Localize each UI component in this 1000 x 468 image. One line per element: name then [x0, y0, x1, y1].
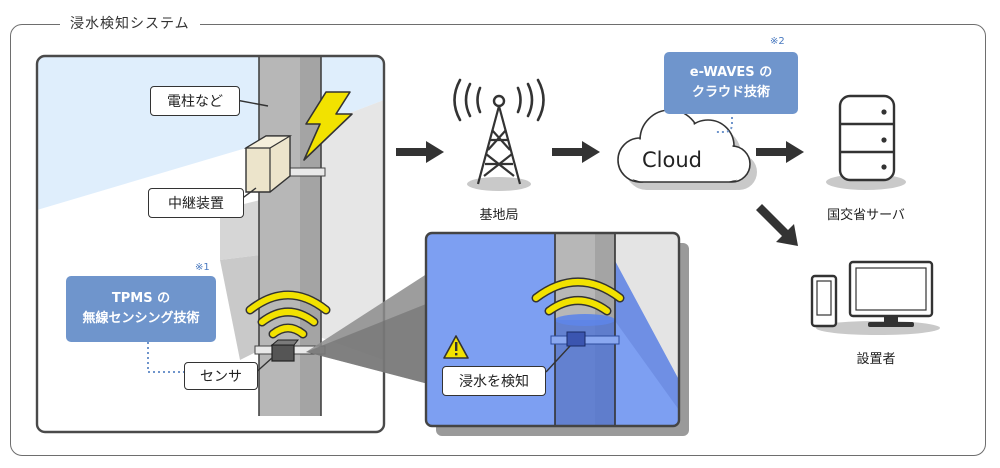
lightning-icon [303, 91, 353, 161]
computer-icon [810, 260, 940, 335]
system-frame [10, 24, 986, 456]
ewaves-note: ※2 [770, 36, 785, 47]
pole-callout: 電柱など [150, 86, 240, 116]
relay-callout: 中継装置 [148, 188, 244, 218]
cloud-icon [617, 109, 757, 190]
tpms-note: ※1 [195, 262, 210, 273]
flow-arrows [396, 141, 804, 246]
warning-icon [443, 335, 469, 359]
cloud-label: Cloud [642, 148, 702, 172]
installer-label: 設置者 [856, 352, 896, 367]
server-label: 国交省サーバ [827, 208, 905, 223]
base-station-label: 基地局 [479, 208, 519, 223]
sensor-callout: センサ [184, 362, 258, 390]
tpms-line1: TPMS の [111, 291, 171, 306]
server-icon [826, 94, 906, 190]
antenna-icon [453, 78, 545, 191]
ewaves-box: e-WAVES の クラウド技術 [664, 52, 798, 114]
zoom-scene [426, 233, 679, 426]
system-title: 浸水検知システム [60, 13, 200, 33]
relay-device [243, 135, 293, 193]
ewaves-line1: e-WAVES の [689, 65, 773, 80]
pole-scene-border [35, 54, 386, 434]
sensor-waves-left [245, 290, 331, 339]
flood-detect-callout: 浸水を検知 [442, 366, 546, 396]
ewaves-line2: クラウド技術 [691, 85, 770, 100]
zoom-border [424, 231, 681, 428]
sensor-waves-zoom [531, 277, 625, 316]
tpms-line2: 無線センシング技術 [82, 311, 200, 326]
sensor-device [270, 339, 300, 362]
tpms-box: TPMS の 無線センシング技術 [66, 276, 216, 342]
